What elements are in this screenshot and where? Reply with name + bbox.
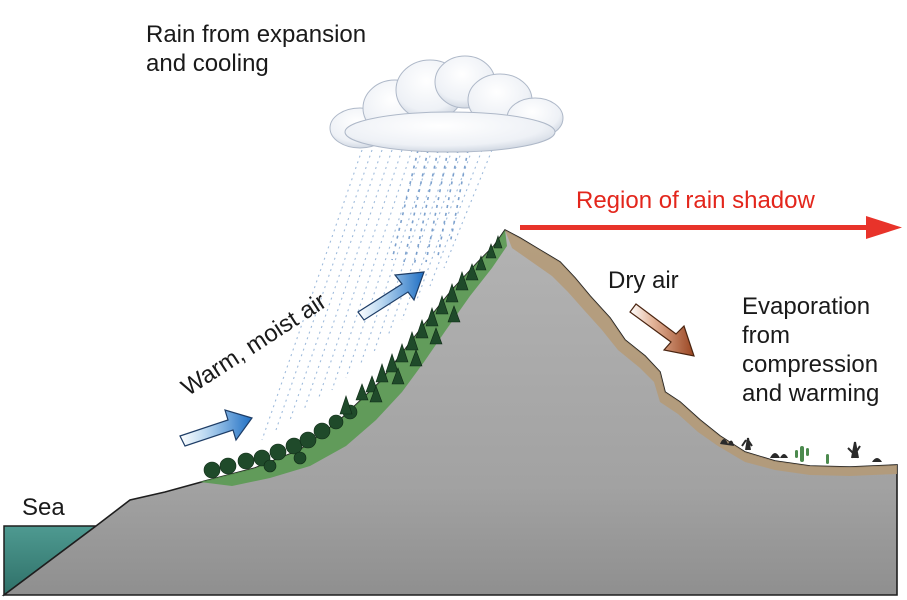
evaporation-line-2: from	[742, 322, 790, 349]
dry-air-arrow-icon	[629, 303, 695, 357]
warm-air-arrow-icon	[179, 409, 253, 447]
forest-slope	[200, 230, 507, 486]
rain-label-line-1: Rain from expansion	[146, 21, 367, 48]
desert-plants	[720, 437, 882, 464]
rain-shadow-label: Region of rain shadow	[576, 187, 815, 214]
evaporation-line-1: Evaporation	[742, 293, 871, 320]
evaporation-line-4: and warming	[742, 380, 880, 407]
warm-air-arrow-icon	[357, 271, 425, 321]
rain-cloud-icon	[329, 55, 564, 153]
rain-label-line-2: and cooling	[146, 50, 269, 77]
rain-from-expansion-label: Rain from expansion and cooling	[146, 20, 366, 78]
rain-shadow-arrow-icon	[520, 216, 902, 239]
sea-label: Sea	[22, 494, 65, 521]
forest-trees	[203, 235, 503, 479]
evaporation-line-3: compression	[742, 351, 879, 378]
dry-soil-slope	[505, 230, 897, 476]
mountain	[1, 228, 898, 596]
evaporation-label: Evaporation from compression and warming	[742, 292, 879, 408]
rain-streaks-dense	[391, 149, 469, 267]
dry-air-label: Dry air	[608, 267, 679, 294]
